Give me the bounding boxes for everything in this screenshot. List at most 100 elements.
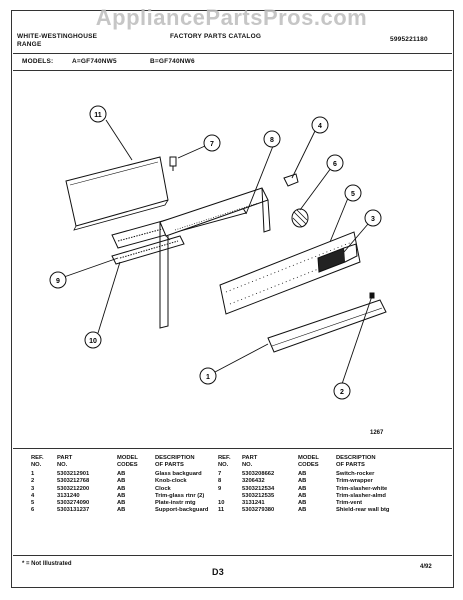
callout-2: 2 [340,389,344,396]
cell-part: 3131240 [57,492,80,499]
table-rule [13,448,452,449]
cell-model: AB [117,471,126,477]
cell-desc: Switch-rocker [336,471,375,477]
part-glass-retainer [283,173,299,187]
callout-circle [49,271,67,289]
catalog-number: 5995221180 [390,36,428,43]
table-row: 4 3131240 AB Trim-glass rtnr (2) [29,493,237,500]
cell-ref: 6 [31,507,35,514]
table-row: 9 5303212534 AB Trim-slasher-white [216,486,418,493]
cell-desc: Trim-wrapper [336,478,373,485]
cell-ref: 3 [31,485,35,492]
cell-part: 3206432 [242,478,265,485]
watermark: AppliancePartsPros.com [95,5,368,30]
callout-circle [263,130,281,148]
callout-circle [364,209,382,227]
col-ref: REF. NO. [31,455,44,468]
table-row: 3 5303212200 AB Clock [29,486,237,493]
cell-ref: 5 [31,500,35,507]
table-row: 5 5303274090 AB Plate-instr mtg [29,500,237,507]
table-header-row: REF. NO. PART NO. MODEL CODES DESCRIPTIO… [216,455,418,471]
parts-table-left: REF. NO. PART NO. MODEL CODES DESCRIPTIO… [29,455,237,515]
cell-model: AB [298,500,307,507]
model-a: A=GF740NW5 [72,58,117,65]
cell-model: AB [117,485,126,492]
cell-desc: Plate-instr mtg [155,500,196,507]
cell-part: 5303131237 [57,507,90,514]
callout-5: 5 [351,191,355,198]
cell-model: AB [298,471,307,477]
callout-circle [89,105,107,123]
models-label: MODELS: [22,58,54,65]
cell-part: 5303279380 [242,507,275,514]
part-backguard-support [291,208,309,228]
callout-7: 7 [210,141,214,148]
part-glass-backguard [267,299,387,353]
callout-3: 3 [371,216,375,223]
cell-part: 5303212200 [57,485,90,492]
cell-model: AB [117,507,126,514]
model-b: B=GF740NW6 [150,58,195,65]
cell-ref: 2 [31,478,35,485]
part-trim-slasher [111,235,185,265]
page-frame [11,10,454,588]
cell-ref: 9 [218,485,222,492]
cell-part: 5303212768 [57,478,90,485]
callout-circle [84,331,102,349]
callout-group: 1 2 3 4 5 6 7 8 9 10 11 [49,105,382,400]
col-desc: DESCRIPTION OF PARTS [155,455,195,468]
table-row: 11 5303279380 AB Shield-rear wall btg [216,507,418,514]
cell-desc: Trim-slasher-white [336,485,388,492]
callout-circle [326,154,344,172]
callout-11: 11 [94,112,102,119]
cell-desc: Glass backguard [155,471,202,477]
table-header-row: REF. NO. PART NO. MODEL CODES DESCRIPTIO… [29,455,237,471]
part-trim-wrapper [159,187,271,329]
callout-circle [333,382,351,400]
header-rule [13,53,452,54]
cell-part: 5303212901 [57,471,90,477]
cell-desc: Trim-glass rtnr (2) [155,492,205,499]
cell-part: 5303274090 [57,500,90,507]
col-model: MODEL CODES [117,455,138,468]
callout-10: 10 [89,338,97,345]
cell-desc: Shield-rear wall btg [336,507,390,514]
cell-model: AB [298,492,307,499]
table-row: 2 5303212768 AB Knob-clock [29,478,237,485]
col-desc: DESCRIPTION OF PARTS [336,455,376,468]
cell-ref [216,493,240,500]
cell-desc: Support-backguard [155,507,209,514]
cell-model: AB [117,500,126,507]
cell-model: AB [298,478,307,485]
cell-ref: 1 [31,471,35,477]
catalog-title: FACTORY PARTS CATALOG [170,33,262,40]
cell-ref: 8 [218,478,222,485]
table-row: 5303212535 AB Trim-slasher-almd [216,493,418,500]
footer-date: 4/92 [420,564,432,570]
callout-1: 1 [206,374,210,381]
callout-6: 6 [333,161,337,168]
cell-desc: Trim-vent [336,500,363,507]
col-model: MODEL CODES [298,455,319,468]
col-ref: REF. NO. [218,455,231,468]
cell-part: 5303212535 [242,492,275,499]
footer-rule [13,555,452,556]
cell-part: 5303208662 [242,471,275,477]
parts-table-right: REF. NO. PART NO. MODEL CODES DESCRIPTIO… [216,455,418,515]
cell-ref: 10 [218,500,225,507]
col-part: PART NO. [242,455,258,468]
leader-lines [63,119,373,385]
cell-desc: Trim-slasher-almd [336,492,386,499]
col-part: PART NO. [57,455,73,468]
callout-9: 9 [56,278,60,285]
part-shield-rear-wall [65,156,169,231]
brand-line2: RANGE [17,41,42,48]
cell-model: AB [298,507,307,514]
table-row: 8 3206432 AB Trim-wrapper [216,478,418,485]
cell-ref: 11 [218,507,225,514]
table-row: 10 3131241 AB Trim-vent [216,500,418,507]
page-number: D3 [212,567,224,577]
cell-ref: 7 [218,471,222,477]
table-row: 6 5303131237 AB Support-backguard [29,507,237,514]
